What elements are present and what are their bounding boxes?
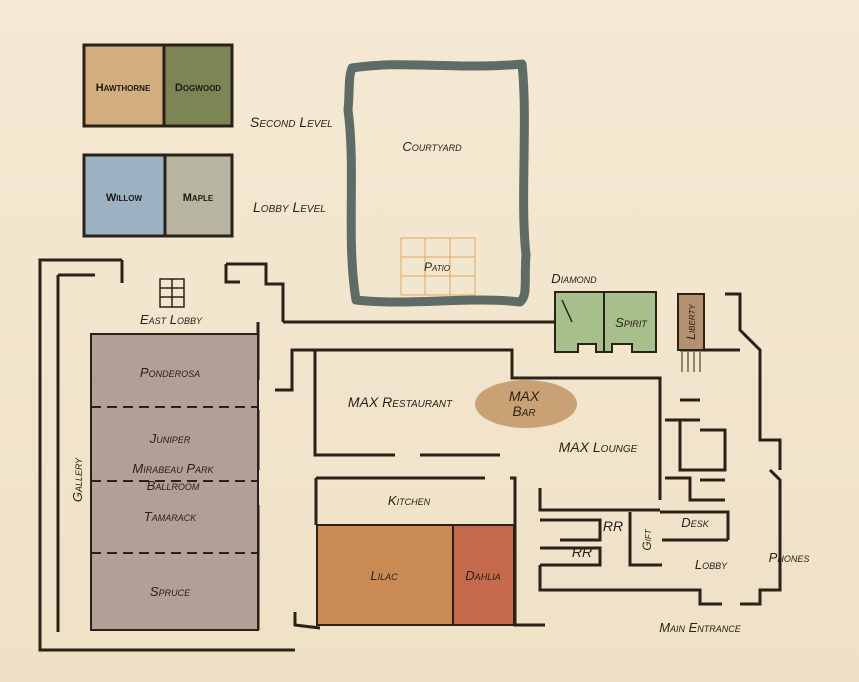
- max-lounge-label: MAX Lounge: [559, 439, 638, 455]
- legend-lobby-level-label: Lobby Level: [253, 199, 326, 215]
- legend-hawthorne-swatch: [82, 43, 166, 128]
- juniper-label: Juniper: [149, 431, 191, 446]
- dahlia-label: Dahlia: [465, 568, 500, 583]
- tamarack-label: Tamarack: [144, 509, 197, 524]
- lilac-room: [316, 524, 454, 626]
- liberty-room: [677, 293, 705, 351]
- spirit-room: [603, 291, 657, 353]
- gallery-label: Gallery: [70, 457, 85, 502]
- rr-label-2: RR: [572, 544, 592, 560]
- max-bar: [475, 380, 577, 428]
- building-walls: [38, 258, 782, 652]
- ponderosa-label: Ponderosa: [140, 365, 200, 380]
- courtyard-border: [343, 59, 531, 307]
- legend-maple-swatch: [163, 153, 234, 238]
- green-rooms: [554, 291, 705, 372]
- dahlia-room: [452, 524, 515, 626]
- legend-hawthorne-label: Hawthorne: [96, 82, 151, 94]
- courtyard: Courtyard Patio: [343, 59, 531, 307]
- east-lobby-label: East Lobby: [140, 312, 203, 327]
- legend-willow-label: Willow: [106, 192, 143, 204]
- spirit-label: Spirit: [615, 315, 648, 330]
- rr-label-1: RR: [603, 518, 623, 534]
- courtyard-label: Courtyard: [402, 139, 462, 154]
- max-bar-label-line2: Bar: [512, 403, 535, 419]
- legend-dogwood-swatch: [162, 43, 234, 128]
- max-restaurant-label: MAX Restaurant: [348, 394, 453, 410]
- mirabeau-label-line2: Ballroom: [147, 478, 200, 493]
- legend-second-level: Hawthorne Dogwood Second Level: [82, 43, 333, 130]
- patio-grid: [400, 237, 476, 296]
- main-entrance-label: Main Entrance: [659, 620, 742, 635]
- mirabeau-park-ballroom: Ponderosa Juniper Mirabeau Park Ballroom…: [90, 333, 259, 631]
- diamond-label: Diamond: [551, 271, 597, 286]
- max-bar-label-line1: MAX: [509, 388, 540, 404]
- legend-dogwood-label: Dogwood: [175, 82, 221, 94]
- gift-label: Gift: [640, 528, 654, 550]
- legend-lobby-level: Willow Maple Lobby Level: [82, 153, 326, 238]
- lilac-label: Lilac: [370, 568, 398, 583]
- legend-maple-label: Maple: [183, 192, 214, 204]
- desk-label: Desk: [681, 515, 709, 530]
- legend-willow-swatch: [82, 153, 167, 238]
- phones-label: Phones: [769, 550, 810, 565]
- legend-second-level-label: Second Level: [250, 114, 333, 130]
- mirabeau-label-line1: Mirabeau Park: [132, 461, 214, 476]
- east-lobby-stairs: [159, 278, 185, 308]
- spruce-label: Spruce: [150, 584, 191, 599]
- liberty-label: Liberty: [684, 304, 698, 340]
- patio-label: Patio: [424, 260, 450, 274]
- liberty-stairs: [681, 352, 701, 372]
- kitchen-label: Kitchen: [388, 493, 431, 508]
- lobby-label: Lobby: [695, 557, 728, 572]
